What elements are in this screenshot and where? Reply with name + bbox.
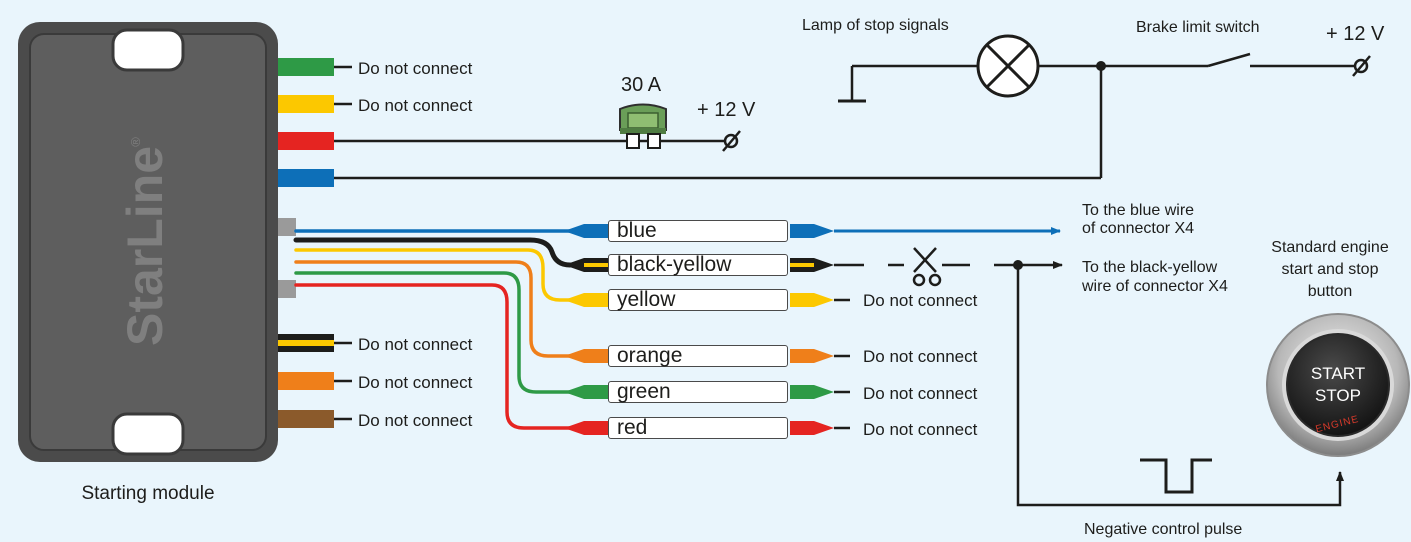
starting-module	[18, 22, 278, 462]
fuse-rating: 30 A	[621, 74, 662, 96]
button-caption-line1: Standard engine	[1271, 239, 1389, 256]
black-yellow-wire-label: Do not connect	[358, 335, 473, 354]
junction-dot-brake	[1096, 61, 1106, 71]
brand-registered-mark: ®	[128, 137, 143, 147]
red-harness-note: Do not connect	[863, 420, 978, 439]
harness-pin-top	[278, 218, 296, 236]
terminal-icon-fuse	[722, 130, 741, 152]
orange-wire-label: Do not connect	[358, 373, 473, 392]
harness-label-black-yellow: black-yellow	[608, 254, 788, 276]
wire-stub-yellow	[278, 95, 352, 113]
green-harness-note: Do not connect	[863, 384, 978, 403]
short-leads-do-not-connect	[834, 298, 850, 430]
start-stop-button	[1266, 313, 1410, 457]
button-start-text: START	[1311, 364, 1365, 383]
black-yellow-target-line2: wire of connector X4	[1082, 278, 1228, 295]
blue-target-line2: of connector X4	[1082, 220, 1195, 237]
mount-hole-top	[111, 28, 185, 72]
black-yellow-target-line1: To the black-yellow	[1082, 259, 1218, 276]
harness-wire-orange	[294, 260, 572, 358]
brand-logo: StarLine	[117, 146, 173, 346]
fuse-icon	[619, 103, 667, 149]
module-caption: Starting module	[81, 483, 215, 504]
power-label-fuse: + 12 V	[697, 99, 756, 121]
harness-plugs	[564, 224, 834, 435]
scissors-icon	[912, 247, 942, 287]
lamp-label: Lamp of stop signals	[802, 17, 949, 34]
brake-switch-label: Brake limit switch	[1136, 19, 1260, 36]
terminal-icon-brake	[1352, 55, 1371, 77]
harness-wire-yellow	[294, 248, 572, 302]
control-pulse-line	[1016, 265, 1344, 507]
mount-hole-bottom	[111, 412, 185, 456]
harness-label-blue: blue	[608, 220, 788, 242]
harness-label-orange: orange	[608, 345, 788, 367]
brake-circuit-wires	[334, 52, 1355, 180]
harness-label-red: red	[608, 417, 788, 439]
pulse-label: Negative control pulse	[1084, 521, 1243, 538]
lamp-icon	[976, 34, 1040, 98]
harness-label-green: green	[608, 381, 788, 403]
button-stop-text: STOP	[1315, 386, 1361, 405]
orange-harness-note: Do not connect	[863, 347, 978, 366]
button-caption-line3: button	[1307, 283, 1353, 300]
harness-wire-red	[294, 283, 572, 430]
yellow-wire-label: Do not connect	[358, 96, 473, 115]
harness-wire-black-yellow	[293, 237, 573, 268]
wire-stub-black-yellow	[278, 334, 352, 352]
button-caption-line2: start and stop	[1281, 261, 1379, 278]
wire-stub-red	[278, 132, 334, 150]
wire-stub-orange	[278, 372, 352, 390]
wire-stub-brown	[278, 410, 352, 428]
wire-stub-green	[278, 58, 352, 76]
green-wire-label: Do not connect	[358, 59, 473, 78]
blue-target-line1: To the blue wire	[1082, 202, 1195, 219]
harness-wire-green	[294, 271, 572, 394]
yellow-harness-note: Do not connect	[863, 291, 978, 310]
brown-wire-label: Do not connect	[358, 411, 473, 430]
negative-pulse-icon	[1140, 458, 1212, 494]
power-label-brake: + 12 V	[1326, 23, 1385, 45]
harness-label-yellow: yellow	[608, 289, 788, 311]
harness-pin-bottom	[278, 280, 296, 298]
wire-stub-blue	[278, 169, 334, 187]
